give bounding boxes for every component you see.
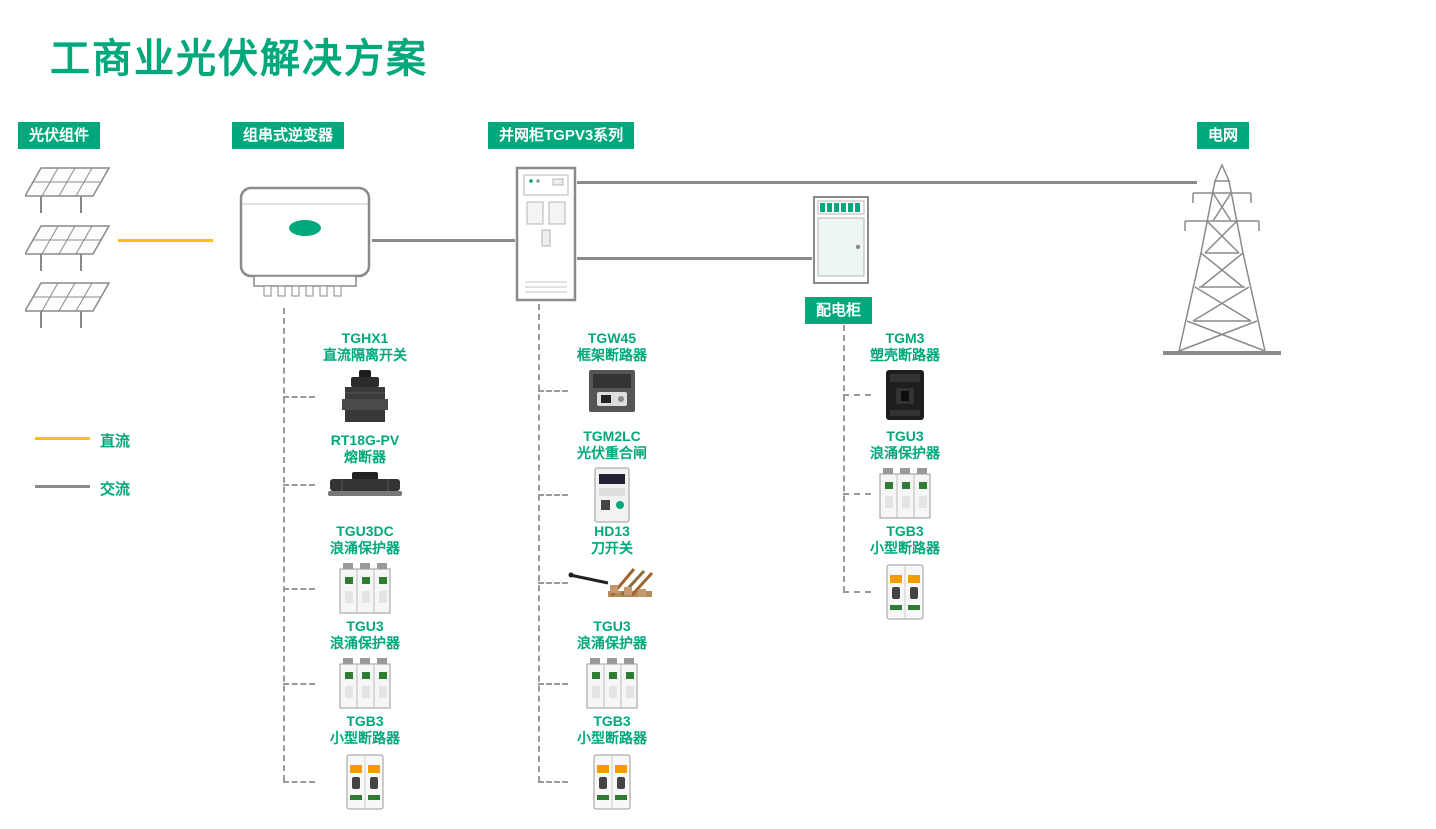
solar-panel-row-3-image	[25, 281, 111, 331]
component-desc: 浪涌保护器	[870, 445, 940, 461]
component-model: TGW45	[587, 330, 637, 346]
component-tgm2lc: TGM2LC 光伏重合闸	[550, 428, 674, 524]
ac-line-grid-cabinet-to-distribution	[577, 257, 812, 260]
dashed-stub	[843, 394, 871, 396]
dashed-stub	[283, 683, 315, 685]
tgw45-product-image	[587, 368, 637, 414]
solar-panel-row-1-image	[25, 166, 111, 216]
tgm2lc-product-image	[593, 466, 631, 524]
dashed-connector-column-3	[843, 325, 845, 592]
transmission-tower-image	[1163, 163, 1281, 355]
component-desc: 熔断器	[344, 449, 386, 465]
dashed-connector-column-2	[538, 304, 540, 782]
badge-string-inverter: 组串式逆变器	[232, 122, 345, 149]
tgb3-product-image	[345, 751, 385, 813]
string-inverter-image	[238, 178, 372, 302]
tgu3-product-image	[339, 656, 391, 712]
dashed-stub	[538, 683, 568, 685]
dc-line-panels-to-inverter	[118, 239, 213, 242]
dashed-stub	[283, 588, 315, 590]
component-model: TGM2LC	[583, 428, 641, 444]
rt18g-pv-product-image	[328, 470, 402, 500]
component-model: TGB3	[886, 523, 924, 539]
grid-cabinet-image	[515, 166, 577, 302]
component-model: TGU3	[886, 428, 924, 444]
component-desc: 框架断路器	[577, 347, 647, 363]
dashed-stub	[538, 494, 568, 496]
component-desc: 直流隔离开关	[323, 347, 407, 363]
dashed-stub	[843, 591, 871, 593]
tgm3-product-image	[882, 368, 928, 423]
solar-panel-row-2-image	[25, 224, 111, 274]
component-tgb3-3: TGB3 小型断路器	[843, 523, 967, 623]
component-tgm3: TGM3 塑壳断路器	[843, 330, 967, 423]
tgu3-product-image	[879, 466, 931, 522]
component-model: RT18G-PV	[330, 432, 400, 448]
component-desc: 浪涌保护器	[330, 635, 400, 651]
badge-grid-cabinet: 并网柜TGPV3系列	[488, 122, 635, 149]
component-desc: 塑壳断路器	[870, 347, 940, 363]
legend-ac-label: 交流	[100, 481, 131, 498]
component-rt18g-pv: RT18G-PV 熔断器	[303, 432, 427, 500]
dashed-stub	[283, 396, 315, 398]
dashed-stub	[538, 582, 568, 584]
dashed-stub	[538, 781, 568, 783]
tgb3-product-image	[592, 751, 632, 813]
tgu3dc-product-image	[339, 561, 391, 617]
component-desc: 小型断路器	[330, 730, 400, 746]
badge-pv-modules: 光伏组件	[18, 122, 101, 149]
component-tgb3-2: TGB3 小型断路器	[550, 713, 674, 813]
component-tgw45: TGW45 框架断路器	[550, 330, 674, 414]
distribution-cabinet-image	[812, 195, 870, 288]
component-hd13: HD13 刀开关	[550, 523, 674, 605]
component-desc: 浪涌保护器	[330, 540, 400, 556]
legend-ac-line	[35, 485, 90, 488]
component-model: TGB3	[593, 713, 631, 729]
component-tgu3-1: TGU3 浪涌保护器	[303, 618, 427, 712]
component-desc: 刀开关	[591, 540, 633, 556]
dashed-stub	[283, 484, 315, 486]
component-model: TGM3	[885, 330, 925, 346]
ac-line-inverter-to-grid-cabinet	[372, 239, 515, 242]
tgu3-product-image	[586, 656, 638, 712]
badge-grid: 电网	[1197, 122, 1250, 149]
tghx1-product-image	[339, 368, 391, 426]
component-model: TGHX1	[341, 330, 389, 346]
component-tghx1: TGHX1 直流隔离开关	[303, 330, 427, 426]
tgb3-product-image	[885, 561, 925, 623]
legend-dc-label: 直流	[100, 433, 131, 450]
dashed-connector-column-1	[283, 308, 285, 781]
component-desc: 小型断路器	[870, 540, 940, 556]
component-tgu3dc: TGU3DC 浪涌保护器	[303, 523, 427, 617]
component-model: TGU3DC	[336, 523, 394, 539]
page-title: 工商业光伏解决方案	[50, 37, 428, 81]
component-model: TGU3	[593, 618, 631, 634]
legend-dc-line	[35, 437, 90, 440]
dashed-stub	[538, 390, 568, 392]
dashed-stub	[843, 493, 871, 495]
badge-distribution-cabinet: 配电柜	[805, 297, 873, 324]
component-desc: 浪涌保护器	[577, 635, 647, 651]
component-model: TGB3	[346, 713, 384, 729]
dashed-stub	[283, 781, 315, 783]
component-tgu3-3: TGU3 浪涌保护器	[843, 428, 967, 522]
component-tgu3-2: TGU3 浪涌保护器	[550, 618, 674, 712]
component-tgb3-1: TGB3 小型断路器	[303, 713, 427, 813]
ac-line-grid-cabinet-to-grid	[577, 181, 1197, 184]
component-model: TGU3	[346, 618, 384, 634]
component-desc: 光伏重合闸	[577, 445, 647, 461]
component-desc: 小型断路器	[577, 730, 647, 746]
hd13-product-image	[568, 561, 656, 605]
component-model: HD13	[594, 523, 630, 539]
